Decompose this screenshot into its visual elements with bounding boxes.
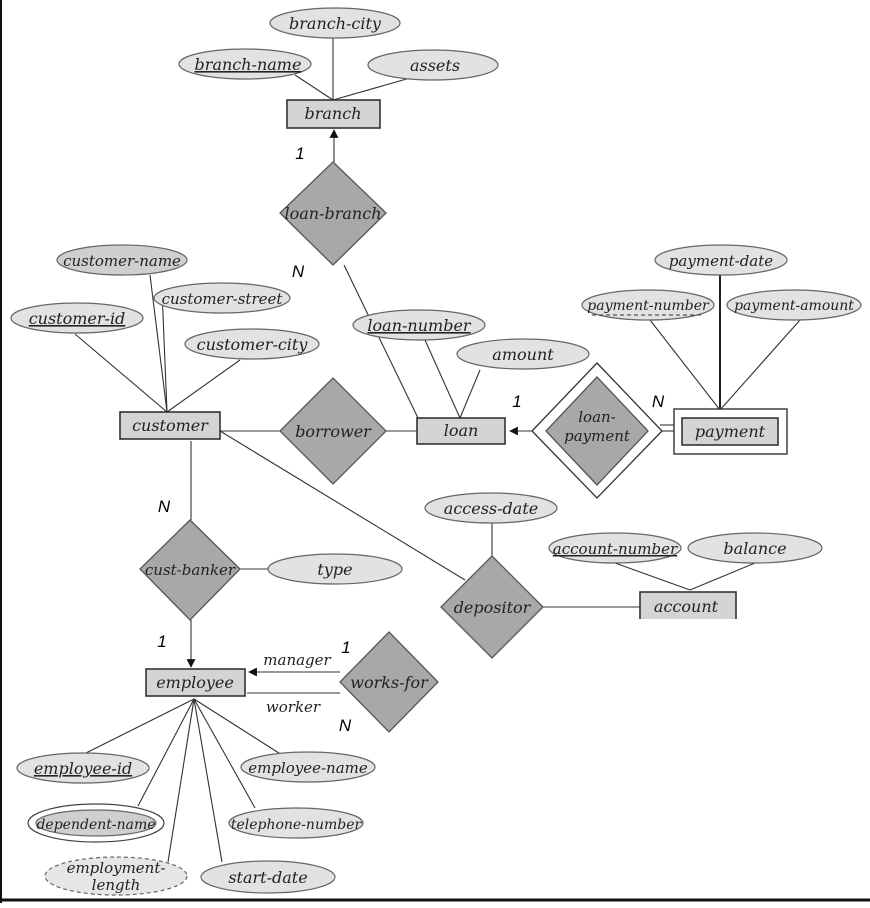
entity-payment-weak: payment [673, 408, 788, 455]
svg-text:employee-name: employee-name [248, 759, 368, 777]
entity-employee: employee [145, 668, 246, 697]
cardinality-employee-one: 1 [157, 632, 166, 651]
svg-text:balance: balance [723, 539, 786, 558]
svg-text:telephone-number: telephone-number [231, 817, 363, 833]
svg-text:customer-city: customer-city [197, 335, 309, 354]
entity-account: account [636, 591, 740, 627]
entity-customer: customer [119, 411, 221, 440]
svg-text:payment-amount: payment-amount [734, 298, 854, 314]
svg-text:cust-banker: cust-banker [145, 561, 236, 579]
cardinality-manager-one: 1 [341, 638, 350, 657]
svg-text:branch-name: branch-name [195, 55, 302, 74]
svg-text:loan-branch: loan-branch [285, 204, 382, 223]
attribute-dependent-name-multivalued: dependent-name [27, 803, 165, 843]
attribute-customer-street: customer-street [153, 282, 291, 314]
svg-text:loan-number: loan-number [367, 316, 471, 335]
svg-text:works-for: works-for [350, 673, 429, 692]
attribute-start-date: start-date [200, 860, 336, 894]
cardinality-customer-n: N [158, 497, 171, 516]
relationship-cust-banker: cust-banker [139, 519, 241, 621]
attribute-type: type [267, 553, 403, 585]
role-label-manager: manager [263, 651, 331, 669]
svg-text:branch: branch [305, 104, 362, 123]
svg-text:start-date: start-date [228, 868, 307, 887]
cardinality-loan-one: 1 [512, 392, 521, 411]
attribute-payment-amount: payment-amount [726, 289, 862, 321]
svg-text:length: length [92, 876, 141, 894]
attribute-account-number-key: account-number [548, 532, 682, 564]
relationship-loan-branch: loan-branch [279, 161, 387, 266]
attribute-access-date: access-date [424, 492, 558, 524]
attribute-payment-number-discriminator: payment-number [581, 289, 715, 321]
attribute-assets: assets [367, 49, 499, 81]
svg-text:access-date: access-date [444, 499, 538, 518]
attribute-telephone-number: telephone-number [228, 807, 364, 839]
attribute-payment-date: payment-date [654, 244, 788, 276]
svg-text:borrower: borrower [295, 422, 372, 441]
svg-text:loan-: loan- [578, 408, 616, 426]
svg-text:account-number: account-number [553, 540, 678, 558]
svg-text:type: type [317, 560, 352, 579]
attribute-branch-name-key: branch-name [178, 48, 312, 80]
relationship-depositor: depositor [440, 555, 544, 659]
svg-text:customer-street: customer-street [162, 290, 284, 308]
attribute-customer-city: customer-city [184, 328, 320, 360]
relationship-works-for: works-for [339, 631, 439, 733]
svg-text:customer: customer [132, 416, 209, 435]
svg-text:payment-date: payment-date [669, 252, 773, 270]
svg-text:dependent-name: dependent-name [36, 817, 155, 833]
svg-text:customer-name: customer-name [63, 252, 181, 270]
attribute-customer-name: customer-name [56, 244, 188, 276]
svg-text:depositor: depositor [454, 598, 532, 617]
cardinality-loan-branch-n: N [292, 262, 305, 281]
svg-text:customer-id: customer-id [29, 309, 126, 328]
svg-text:loan: loan [444, 421, 479, 440]
cardinality-branch-one: 1 [295, 144, 304, 163]
svg-text:assets: assets [410, 56, 460, 75]
attribute-loan-number-key: loan-number [352, 309, 486, 341]
svg-text:payment: payment [695, 422, 766, 441]
attribute-balance: balance [687, 532, 823, 564]
cardinality-payment-n: N [652, 392, 665, 411]
entity-loan: loan [416, 417, 506, 445]
svg-text:payment: payment [564, 427, 631, 445]
relationship-borrower: borrower [279, 377, 387, 485]
attribute-amount: amount [456, 338, 590, 370]
attribute-employment-length-derived: employment- length [44, 856, 188, 896]
svg-text:employee-id: employee-id [34, 759, 132, 778]
svg-text:employee: employee [156, 673, 234, 692]
svg-text:payment-number: payment-number [587, 298, 710, 314]
relationship-loan-payment: loan- payment [531, 362, 663, 499]
attribute-customer-id-key: customer-id [10, 302, 144, 334]
svg-text:employment-: employment- [67, 859, 166, 877]
svg-text:amount: amount [492, 345, 554, 364]
attribute-employee-name: employee-name [240, 751, 376, 783]
attribute-employee-id-key: employee-id [16, 752, 150, 784]
connector-lines [74, 37, 801, 863]
svg-text:branch-city: branch-city [289, 14, 382, 33]
cardinality-worker-n: N [339, 716, 352, 735]
role-label-worker: worker [266, 698, 321, 716]
svg-text:account: account [654, 597, 719, 616]
entity-branch: branch [286, 99, 381, 129]
attribute-branch-city: branch-city [269, 7, 401, 39]
